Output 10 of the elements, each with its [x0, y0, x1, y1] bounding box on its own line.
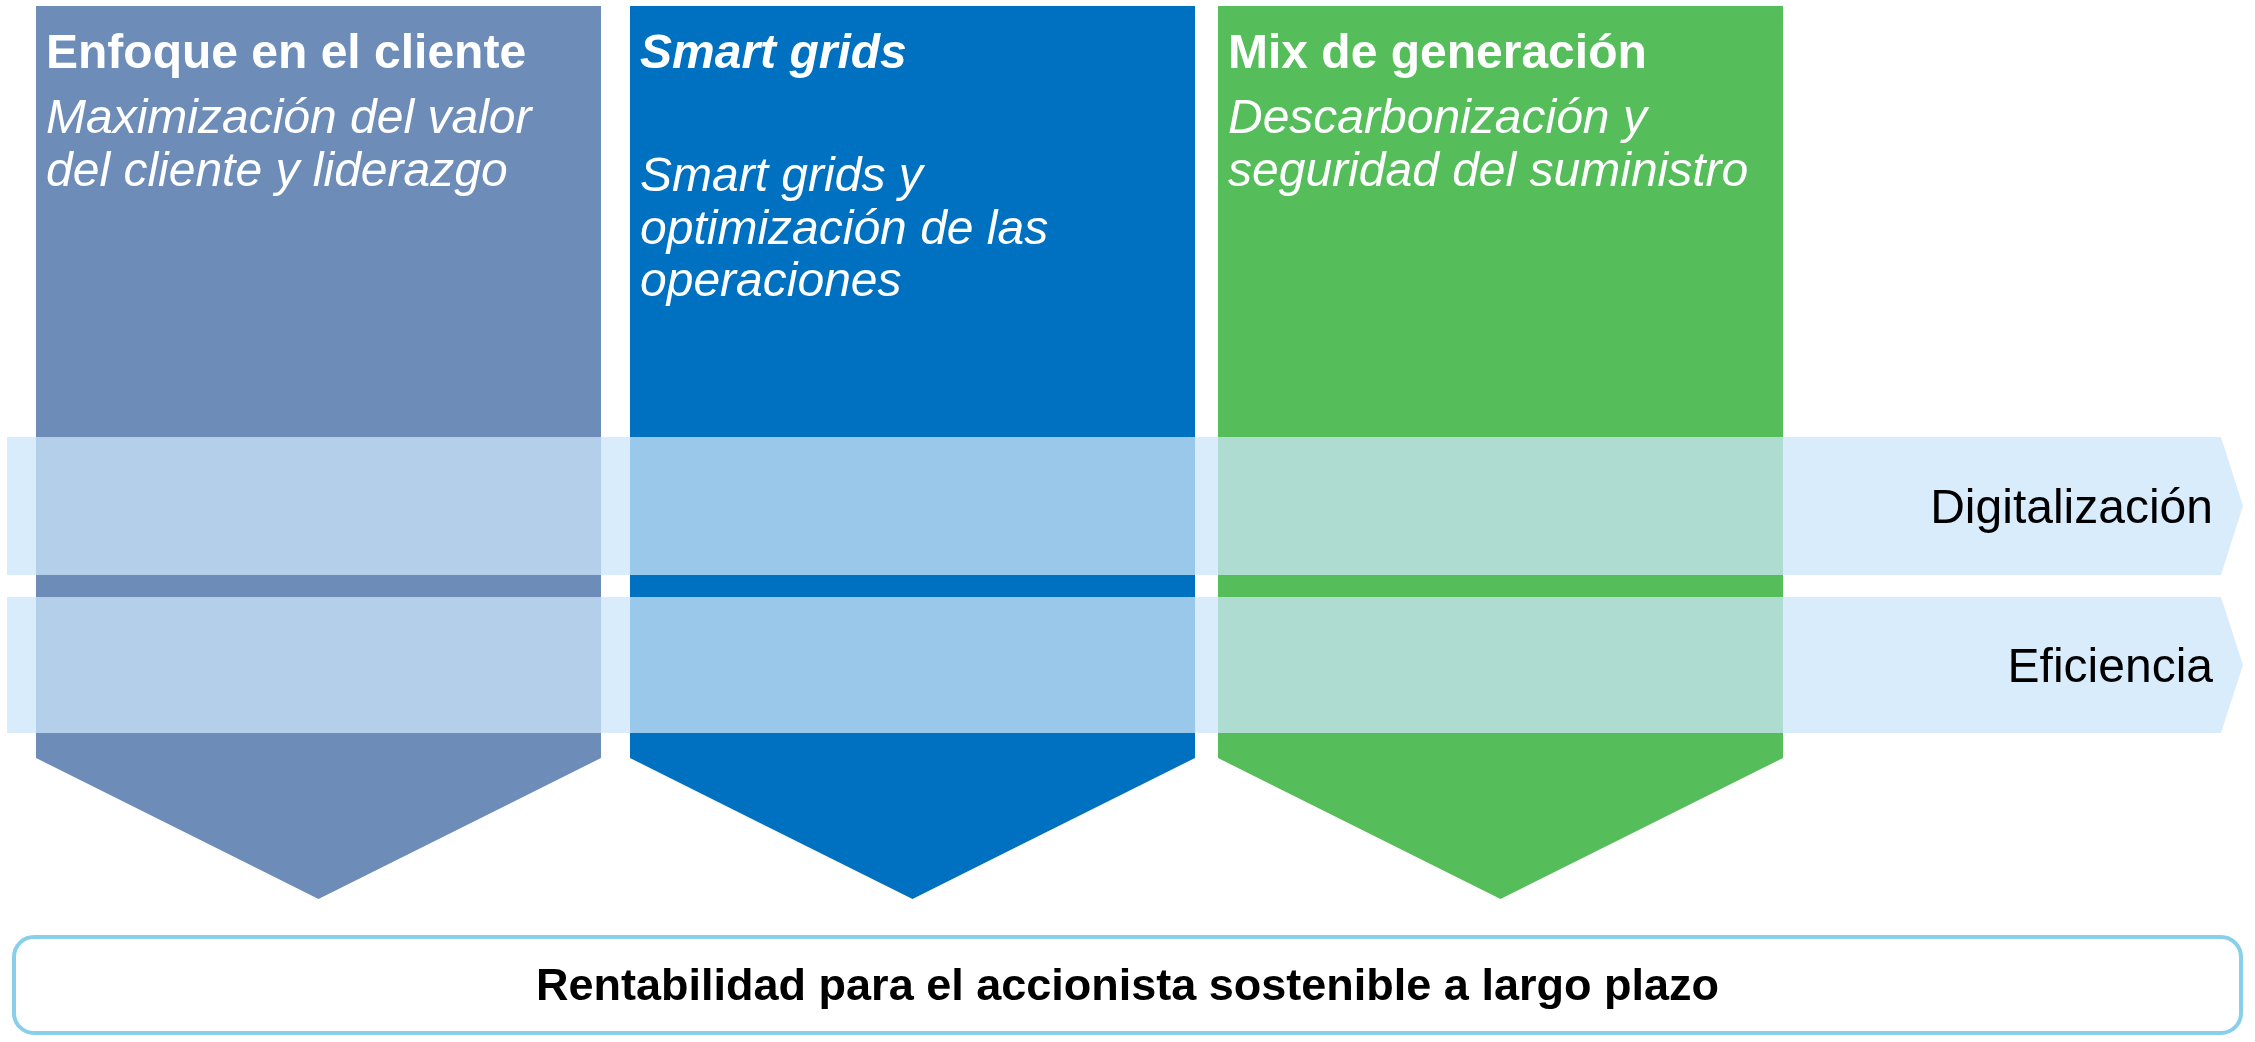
band-label: Digitalización [1930, 478, 2213, 534]
band-label: Eficiencia [2007, 637, 2213, 693]
column-heading: Enfoque en el cliente [46, 26, 528, 79]
column-description: Smart grids y optimización de las operaciones [640, 148, 1050, 308]
column-description: Descarbonización y seguridad del suministro [1228, 90, 1750, 197]
goal-text: Rentabilidad para el accionista sostenible a largo plazo [536, 959, 1719, 1011]
column-description: Maximización del valor del cliente y liderazgo [46, 90, 534, 197]
column-heading: Smart grids [640, 26, 908, 79]
column-heading: Mix de generación [1228, 26, 1648, 79]
rounded-box [12, 935, 2243, 1035]
